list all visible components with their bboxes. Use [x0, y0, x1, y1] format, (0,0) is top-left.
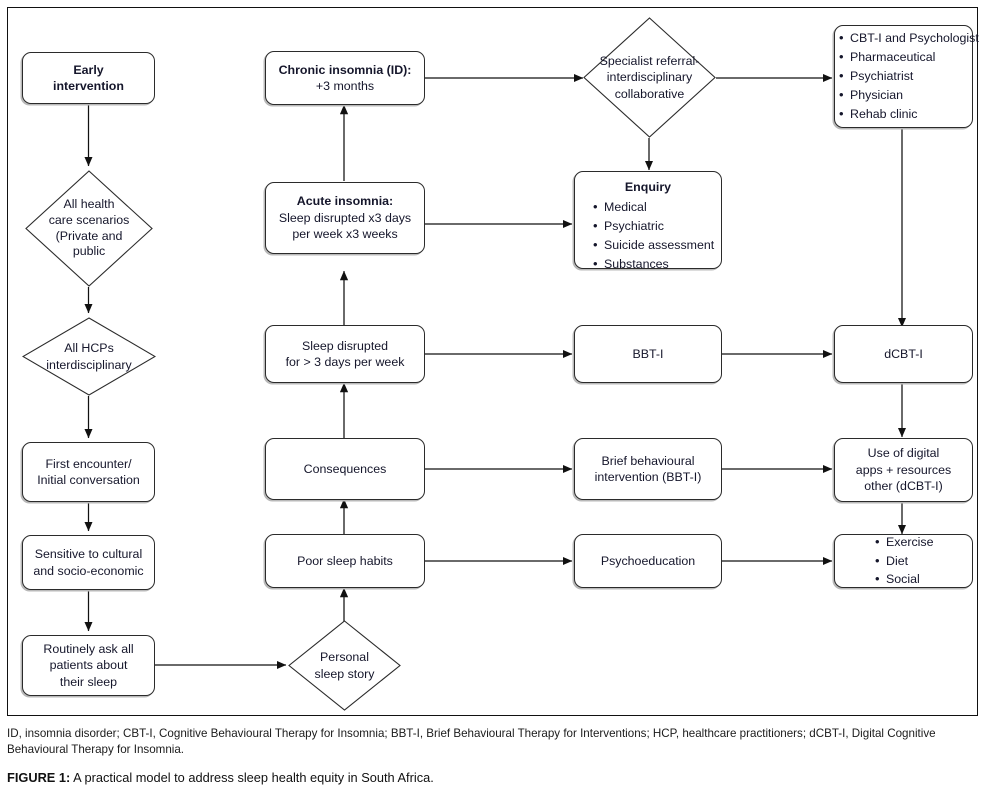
node-label: Chronic insomnia (ID): +3 months — [266, 60, 424, 97]
node-sensitive-cultural[interactable]: Sensitive to cultural and socio-economic — [22, 535, 155, 590]
diamond-shape — [583, 17, 716, 138]
figure-label: FIGURE 1: — [7, 769, 71, 785]
node-specialist-referral[interactable]: Specialist referral- interdisciplinary c… — [583, 17, 716, 138]
node-acute-insomnia[interactable]: Acute insomnia: Sleep disrupted x3 days … — [265, 182, 425, 254]
list-item: Pharmaceutical — [839, 47, 972, 67]
figure-caption-block: ID, insomnia disorder; CBT-I, Cognitive … — [7, 726, 982, 785]
node-label: Enquiry Medical Psychiatric Suicide asse… — [575, 172, 721, 276]
list-item: Medical — [593, 197, 715, 217]
diamond-shape — [25, 170, 153, 287]
list-item: Psychiatrist — [839, 66, 972, 86]
node-chronic-insomnia[interactable]: Chronic insomnia (ID): +3 months — [265, 51, 425, 105]
node-label: Poor sleep habits — [297, 553, 393, 568]
list-item: Suicide assessment — [593, 235, 715, 255]
list-item: CBT-I and Psychologist — [839, 28, 979, 48]
figure-frame — [7, 7, 978, 716]
list-item: Diet — [875, 551, 966, 571]
list-item: Substances — [593, 254, 715, 274]
figure-title-line: FIGURE 1: A practical model to address s… — [7, 770, 982, 785]
node-label: First encounter/ Initial conversation — [37, 456, 140, 487]
diamond-shape — [288, 620, 401, 711]
figure-title: A practical model to address sleep healt… — [70, 769, 434, 785]
node-enquiry[interactable]: Enquiry Medical Psychiatric Suicide asse… — [574, 171, 722, 274]
node-label: Acute insomnia: Sleep disrupted x3 days … — [266, 191, 424, 244]
diamond-shape — [22, 317, 156, 396]
node-label: Sensitive to cultural and socio-economic — [33, 547, 144, 578]
list-item: Physician — [839, 85, 972, 105]
abbreviations-note: ID, insomnia disorder; CBT-I, Cognitive … — [7, 727, 936, 757]
node-label: Psychoeducation — [600, 553, 696, 568]
node-first-encounter[interactable]: First encounter/ Initial conversation — [22, 442, 155, 502]
node-label: Personal sleep story — [314, 650, 375, 681]
node-label: Use of digital apps + resources other (d… — [855, 446, 952, 494]
list-item: Psychiatric — [593, 216, 715, 236]
node-early-intervention[interactable]: Early intervention — [22, 52, 155, 104]
node-lifestyle[interactable]: Exercise Diet Social — [834, 532, 973, 589]
node-dcbti[interactable]: dCBT-I — [834, 325, 973, 383]
node-heading: Enquiry — [624, 180, 672, 194]
node-heading: Acute insomnia: — [296, 194, 394, 209]
node-routinely-ask[interactable]: Routinely ask all patients about their s… — [22, 635, 155, 696]
node-label: All health care scenarios (Private and p… — [48, 196, 130, 259]
node-label: Specialist referral- interdisciplinary c… — [599, 54, 700, 101]
node-consequences[interactable]: Consequences — [265, 438, 425, 500]
node-digital-apps[interactable]: Use of digital apps + resources other (d… — [834, 438, 973, 502]
node-label: All HCPs interdisciplinary — [46, 341, 132, 372]
list-item: Rehab clinic — [839, 104, 972, 124]
node-label: Consequences — [303, 461, 387, 476]
lifestyle-bullet-list: Exercise Diet Social — [875, 532, 966, 590]
node-sleep-disrupted[interactable]: Sleep disrupted for > 3 days per week — [265, 325, 425, 383]
node-bbti[interactable]: BBT-I — [574, 325, 722, 383]
node-label: BBT-I — [632, 346, 664, 361]
node-heading: Chronic insomnia (ID): — [278, 62, 412, 77]
list-item: Exercise — [875, 532, 966, 552]
node-poor-sleep-habits[interactable]: Poor sleep habits — [265, 534, 425, 588]
node-all-health-care-scenarios[interactable]: All health care scenarios (Private and p… — [25, 170, 153, 287]
node-label: Exercise Diet Social — [835, 531, 972, 592]
specialist-bullet-list: CBT-I and Psychologist Pharmaceutical Ps… — [835, 28, 979, 124]
node-brief-behavioural-intervention[interactable]: Brief behavioural intervention (BBT-I) — [574, 438, 722, 500]
node-psychoeducation[interactable]: Psychoeducation — [574, 534, 722, 588]
node-specialist-list[interactable]: CBT-I and Psychologist Pharmaceutical Ps… — [834, 25, 979, 128]
node-label: Early intervention — [53, 62, 124, 93]
node-label: Brief behavioural intervention (BBT-I) — [594, 453, 702, 484]
node-personal-sleep-story[interactable]: Personal sleep story — [288, 620, 401, 711]
node-label: Routinely ask all patients about their s… — [43, 641, 134, 689]
node-label: dCBT-I — [884, 346, 923, 361]
node-all-hcps-interdisciplinary[interactable]: All HCPs interdisciplinary — [22, 317, 156, 396]
node-label: CBT-I and Psychologist Pharmaceutical Ps… — [829, 27, 979, 125]
node-label: Sleep disrupted for > 3 days per week — [285, 338, 405, 369]
enquiry-bullet-list: Medical Psychiatric Suicide assessment S… — [581, 197, 715, 274]
list-item: Social — [875, 569, 966, 589]
